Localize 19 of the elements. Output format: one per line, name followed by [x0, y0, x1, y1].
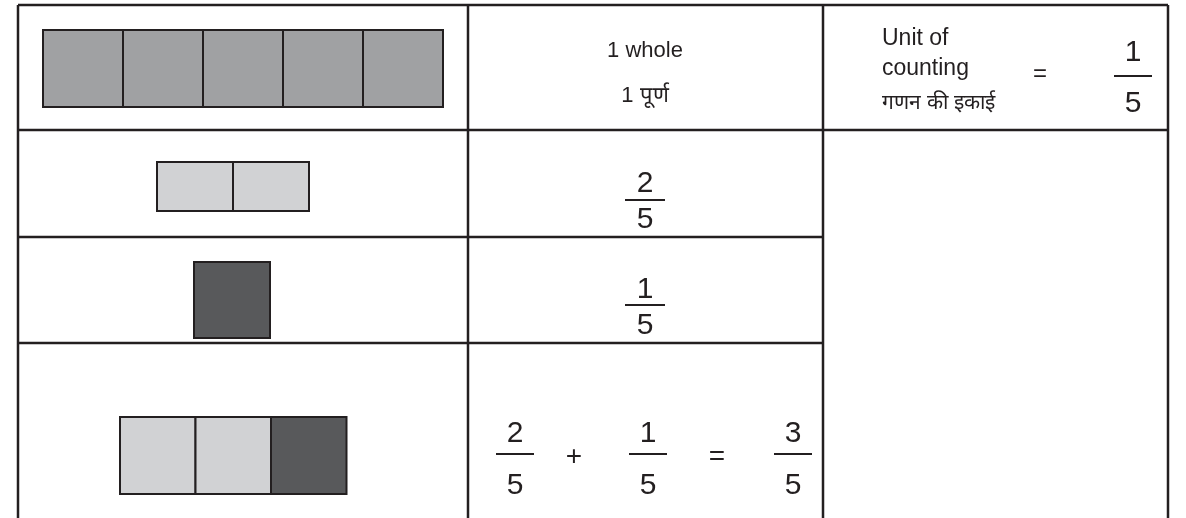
equals-sign: =: [1033, 59, 1047, 87]
equals-sign: =: [708, 440, 726, 472]
fraction-numerator: 1: [639, 414, 657, 448]
description-text: गणन की इकाई: [882, 90, 995, 114]
fraction-numerator: 2: [636, 164, 654, 198]
fraction-denominator: 5: [506, 466, 524, 500]
fraction-numerator: 1: [636, 270, 654, 304]
heading-text: 1 पूर्ण: [621, 82, 669, 108]
fraction-denominator: 5: [1124, 84, 1142, 118]
heading-text: 1 whole: [607, 37, 683, 63]
fraction-numerator: 2: [506, 414, 524, 448]
fraction-denominator: 5: [784, 466, 802, 500]
fraction-denominator: 5: [636, 306, 654, 340]
fraction-denominator: 5: [636, 200, 654, 234]
description-text: Unit of counting: [882, 23, 970, 82]
fraction-denominator: 5: [639, 466, 657, 500]
fraction-numerator: 3: [784, 414, 802, 448]
plus-sign: +: [565, 440, 583, 472]
fraction-numerator: 1: [1124, 33, 1142, 67]
